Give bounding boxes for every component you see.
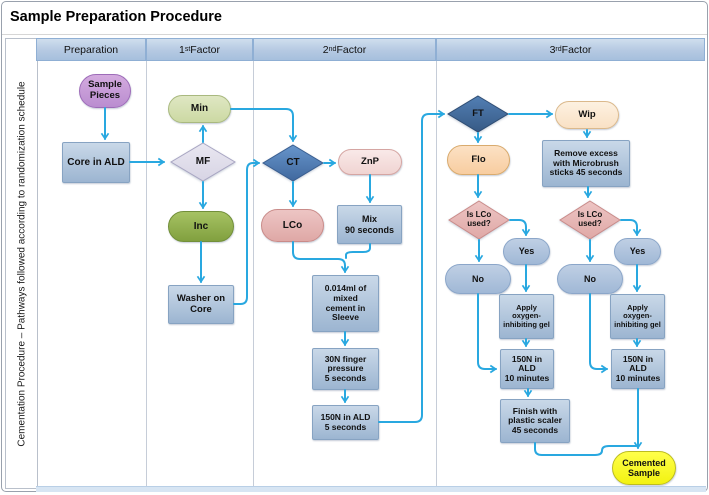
apply-gel-1-label: Apply oxygen- inhibiting gel — [503, 302, 550, 329]
node-no-1: No — [445, 264, 511, 294]
column-header-text: Factor — [190, 43, 221, 56]
wip-label: Wip — [578, 108, 596, 120]
node-yes-2: Yes — [614, 238, 661, 265]
node-min: Min — [168, 95, 231, 123]
no-1-label: No — [472, 273, 484, 284]
sidebar-strip: Cementation Procedure – Pathways followe… — [5, 38, 38, 489]
no-2-label: No — [584, 273, 596, 284]
finish-scaler-label: Finish with plastic scaler 45 seconds — [508, 405, 562, 435]
node-mf: MF — [170, 142, 236, 182]
bottom-strip — [36, 486, 706, 492]
remove-excess-label: Remove excess with Microbrush sticks 45 … — [549, 148, 623, 178]
znp-label: ZnP — [361, 155, 379, 167]
column-header-preparation: Preparation — [36, 38, 146, 61]
flow-arrow — [230, 108, 298, 143]
node-wip: Wip — [555, 101, 619, 129]
node-cement-sleeve: 0.014ml of mixed cement in Sleeve — [312, 275, 379, 332]
flow-arrow — [345, 243, 371, 259]
washer-on-core-label: Washer on Core — [176, 292, 226, 315]
node-lco: LCo — [261, 209, 324, 242]
yes-2-label: Yes — [629, 246, 646, 257]
flow-arrow — [233, 158, 261, 305]
node-ct: CT — [262, 144, 324, 182]
node-remove-excess: Remove excess with Microbrush sticks 45 … — [542, 140, 630, 187]
ald-10min-2-label: 150N in ALD 10 minutes — [615, 353, 661, 383]
node-cemented-sample: Cemented Sample — [612, 451, 676, 485]
node-inc: Inc — [168, 211, 234, 242]
yes-1-label: Yes — [518, 246, 535, 257]
flow-arrow — [589, 293, 609, 374]
column-header-text: 3 — [549, 43, 556, 56]
mf-label: MF — [195, 156, 211, 168]
column-header-text: Factor — [336, 43, 367, 56]
ald-5s-label: 150N in ALD 5 seconds — [320, 411, 371, 432]
node-finish-scaler: Finish with plastic scaler 45 seconds — [500, 399, 570, 443]
cement-sleeve-label: 0.014ml of mixed cement in Sleeve — [324, 283, 367, 323]
column-header-text: Factor — [561, 43, 592, 56]
node-finger-pressure: 30N finger pressure 5 seconds — [312, 348, 379, 390]
node-ald-10min-2: 150N in ALD 10 minutes — [611, 349, 665, 389]
node-ald-5s: 150N in ALD 5 seconds — [312, 405, 379, 440]
column-divider — [436, 61, 437, 487]
node-is-lco-used-1: Is LCo used? — [448, 200, 510, 240]
flow-arrow — [477, 293, 498, 374]
is-lco-used-1-label: Is LCo used? — [466, 210, 492, 228]
column-header-text: 2 — [322, 43, 329, 56]
min-label: Min — [190, 103, 209, 115]
finger-pressure-label: 30N finger pressure 5 seconds — [324, 353, 367, 383]
cemented-sample-label: Cemented Sample — [622, 457, 666, 478]
flow-arrow — [292, 241, 350, 274]
column-header-text: 1 — [178, 43, 185, 56]
sidebar-label: Cementation Procedure – Pathways followe… — [16, 80, 27, 447]
node-ald-10min-1: 150N in ALD 10 minutes — [500, 349, 554, 389]
page-title: Sample Preparation Procedure — [10, 9, 222, 25]
column-divider — [146, 61, 147, 487]
node-no-2: No — [557, 264, 623, 294]
flow-arrow — [620, 219, 642, 237]
is-lco-used-2-label: Is LCo used? — [577, 210, 603, 228]
core-in-ald-label: Core in ALD — [67, 156, 125, 168]
node-znp: ZnP — [338, 149, 402, 175]
ct-label: CT — [286, 157, 300, 169]
inc-label: Inc — [193, 220, 209, 232]
node-core-in-ald: Core in ALD — [62, 142, 130, 183]
node-is-lco-used-2: Is LCo used? — [559, 200, 621, 240]
node-mix-90: Mix 90 seconds — [337, 205, 402, 244]
apply-gel-2-label: Apply oxygen- inhibiting gel — [614, 302, 661, 329]
ft-label: FT — [472, 107, 484, 119]
node-sample-pieces: Sample Pieces — [79, 74, 131, 108]
flow-arrow — [509, 219, 531, 237]
node-apply-gel-2: Apply oxygen- inhibiting gel — [610, 294, 665, 339]
flo-label: Flo — [471, 153, 486, 165]
title-bar: Sample Preparation Procedure — [2, 2, 707, 35]
sample-pieces-label: Sample Pieces — [88, 79, 122, 101]
node-flo: Flo — [447, 145, 510, 175]
column-divider — [253, 61, 254, 487]
node-ft: FT — [447, 95, 509, 133]
mix-90-label: Mix 90 seconds — [344, 214, 395, 235]
ald-10min-1-label: 150N in ALD 10 minutes — [504, 353, 550, 383]
column-header-text: Preparation — [63, 43, 119, 56]
node-apply-gel-1: Apply oxygen- inhibiting gel — [499, 294, 554, 339]
node-washer-on-core: Washer on Core — [168, 285, 234, 324]
node-yes-1: Yes — [503, 238, 550, 265]
lco-label: LCo — [282, 219, 303, 231]
